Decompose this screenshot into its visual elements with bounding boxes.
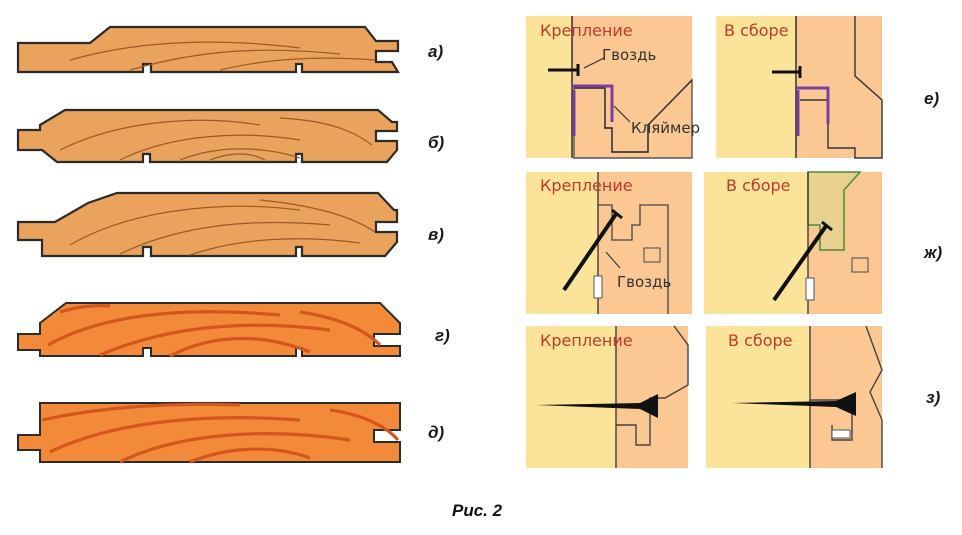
detail-e-fastening: Крепление Гвоздь Кляймер [526,16,700,159]
figure-caption: Рис. 2 [452,501,503,520]
board-label-a: а) [428,42,443,61]
board-profile-b [16,108,399,164]
panel-title-fastening-zh: Крепление [540,176,633,195]
detail-label-e: е) [924,89,939,108]
detail-zh-fastening: Крепление Гвоздь [526,172,692,314]
panel-title-assembled-z: В сборе [728,331,793,350]
board-profile-a [16,25,400,74]
board-label-g: г) [435,326,450,345]
detail-z-assembled: В сборе [706,325,883,468]
board-label-d: д) [428,423,445,442]
board-profile-g [17,302,401,358]
board-label-v: в) [428,225,444,244]
detail-z-fastening: Крепление [526,325,689,468]
board-profile-v [16,191,399,258]
panel-title-assembled-zh: В сборе [726,176,791,195]
callout-nail-zh: Гвоздь [617,273,671,291]
detail-e-assembled: В сборе [716,16,883,159]
panel-title-assembled-e: В сборе [724,21,789,40]
panel-title-fastening-z: Крепление [540,331,633,350]
board-profile-d [17,402,401,464]
panel-title-fastening-e: Крепление [540,21,633,40]
detail-label-z: з) [926,388,941,407]
board-label-b: б) [428,133,445,152]
detail-label-zh: ж) [923,243,943,262]
detail-zh-assembled: В сборе [704,171,882,314]
callout-nail-e: Гвоздь [602,46,656,64]
callout-clamp-e: Кляймер [631,119,700,137]
